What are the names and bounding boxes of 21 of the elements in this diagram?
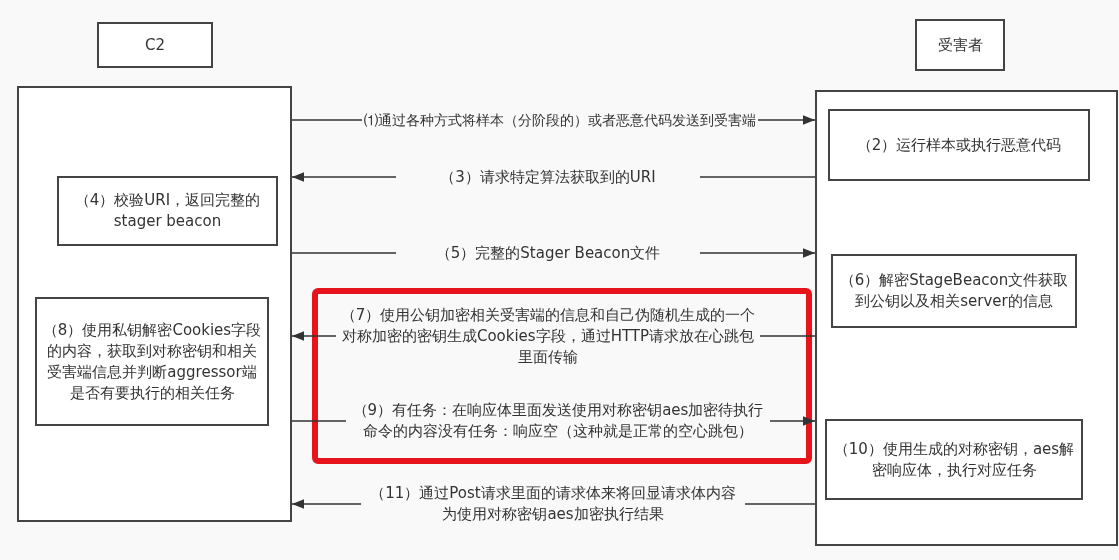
- step-text: （8）使用私钥解密Cookies字段的内容，获取到对称密钥和相关受害端信息并判断aggressor端是否有要执行的相关任务: [41, 319, 263, 404]
- step-text: （6）解密StageBeacon文件获取到公钥以及相关server的信息: [838, 270, 1070, 312]
- edge-label: （11）通过Post请求里面的请求体来将回显请求体内容为使用对称密钥aes加密执行结果: [361, 483, 745, 525]
- actor-box: [915, 19, 1005, 71]
- step-text: （4）校验URI，返回完整的stager beacon: [73, 190, 262, 232]
- process-box: [828, 109, 1090, 181]
- edge-label: （9）有任务：在响应体里面发送使用对称密钥aes加密待执行命令的内容没有任务：响应空（这种就是正常的空心跳包）: [346, 400, 770, 442]
- step-text: （10）使用生成的对称密钥，aes解密响应体，执行对应任务: [832, 438, 1076, 481]
- process-box: [57, 176, 278, 246]
- process-box: [35, 297, 269, 426]
- edge-label: （7）使用公钥加密相关受害端的信息和自己伪随机生成的一个对称加密的密钥生成Cookies字段，通过HTTP请求放在心跳包里面传输: [336, 304, 760, 368]
- actor-box: [97, 22, 213, 68]
- step-text: （2）运行样本或执行恶意代码: [855, 134, 1063, 156]
- process-box: [831, 254, 1077, 328]
- lifeline-box: [815, 90, 1118, 546]
- edge-label: （5）完整的Stager Beacon文件: [396, 242, 700, 264]
- lifeline-box: [17, 86, 292, 522]
- edge-label: （3）请求特定算法获取到的URI: [396, 166, 700, 188]
- actor-label: C2: [144, 34, 166, 56]
- process-box: [825, 419, 1083, 500]
- actor-label: 受害者: [936, 34, 984, 56]
